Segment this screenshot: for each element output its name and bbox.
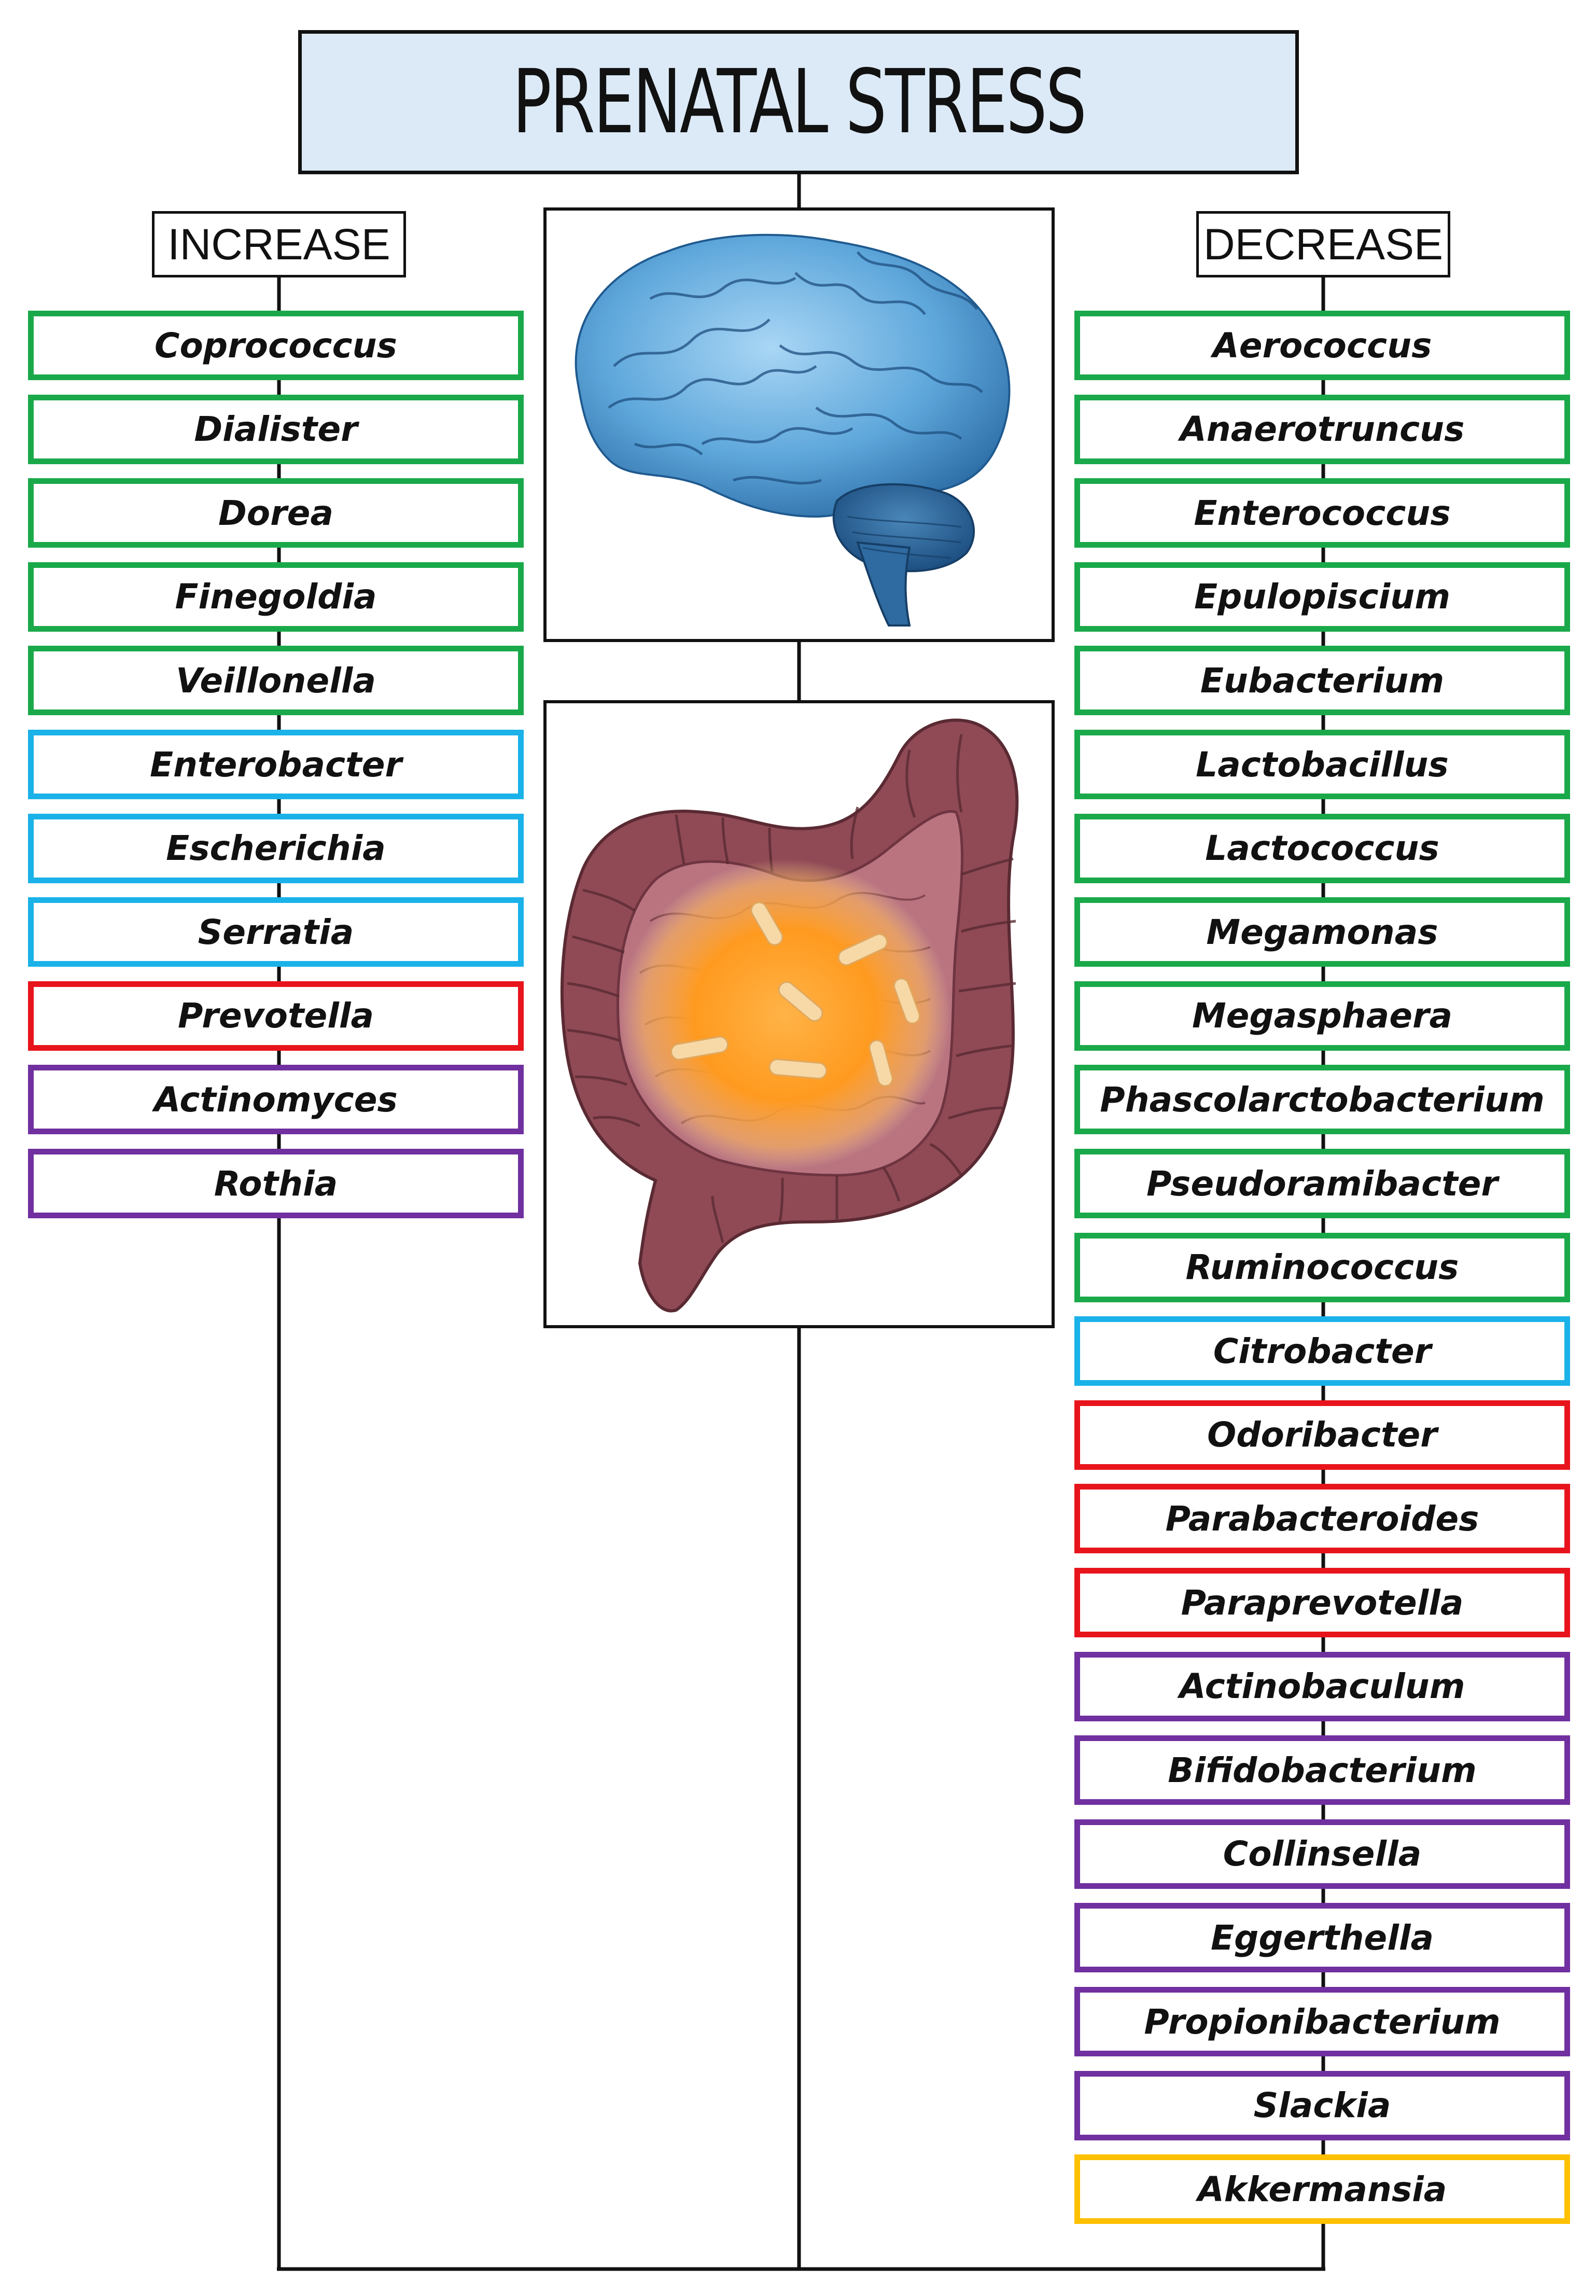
decrease-taxon-box: Paraprevotella (1074, 1568, 1570, 1637)
decrease-taxon-box: Eubacterium (1074, 646, 1570, 716)
bacteria-glow (619, 859, 951, 1170)
increase-taxon-box: Dorea (28, 478, 524, 548)
decrease-taxon-box: Odoribacter (1074, 1400, 1570, 1470)
increase-taxon-box: Finegoldia (28, 562, 524, 632)
intestine-illustration (561, 718, 1019, 1313)
decrease-taxon-box: Anaerotruncus (1074, 394, 1570, 464)
increase-taxon-box: Coprococcus (28, 311, 524, 380)
decrease-taxon-box: Bifidobacterium (1074, 1735, 1570, 1805)
decrease-taxon-box: Propionibacterium (1074, 1987, 1570, 2056)
increase-taxon-box: Actinomyces (28, 1065, 524, 1135)
decrease-taxon-box: Enterococcus (1074, 478, 1570, 548)
increase-taxon-box: Enterobacter (28, 730, 524, 799)
title-box: PRENATAL STRESS (298, 30, 1299, 174)
increase-taxon-box: Escherichia (28, 813, 524, 883)
gut-image-frame (543, 700, 1055, 1328)
decrease-taxon-box: Lactococcus (1074, 813, 1570, 883)
brain-illustration (575, 233, 1011, 627)
decrease-taxon-box: Epulopiscium (1074, 562, 1570, 632)
decrease-taxon-box: Slackia (1074, 2070, 1570, 2140)
decrease-taxon-box: Eggerthella (1074, 1903, 1570, 1973)
increase-header: INCREASE (152, 211, 406, 277)
page-title: PRENATAL STRESS (512, 51, 1087, 154)
increase-taxon-box: Dialister (28, 394, 524, 464)
decrease-header: DECREASE (1196, 211, 1450, 277)
decrease-taxon-box: Pseudoramibacter (1074, 1149, 1570, 1218)
brain-image-frame (543, 207, 1055, 642)
decrease-taxon-box: Aerococcus (1074, 311, 1570, 380)
decrease-taxon-box: Megamonas (1074, 897, 1570, 967)
decrease-taxon-box: Ruminococcus (1074, 1232, 1570, 1302)
decrease-taxon-box: Akkermansia (1074, 2154, 1570, 2224)
decrease-taxon-box: Parabacteroides (1074, 1484, 1570, 1554)
decrease-taxon-box: Phascolarctobacterium (1074, 1065, 1570, 1135)
increase-taxon-box: Veillonella (28, 646, 524, 716)
increase-taxon-box: Serratia (28, 897, 524, 967)
decrease-taxon-box: Collinsella (1074, 1819, 1570, 1889)
decrease-taxon-box: Lactobacillus (1074, 730, 1570, 799)
increase-taxon-box: Prevotella (28, 981, 524, 1051)
decrease-taxon-box: Citrobacter (1074, 1316, 1570, 1386)
decrease-taxon-box: Megasphaera (1074, 981, 1570, 1051)
increase-taxon-box: Rothia (28, 1149, 524, 1218)
decrease-taxon-box: Actinobaculum (1074, 1651, 1570, 1721)
